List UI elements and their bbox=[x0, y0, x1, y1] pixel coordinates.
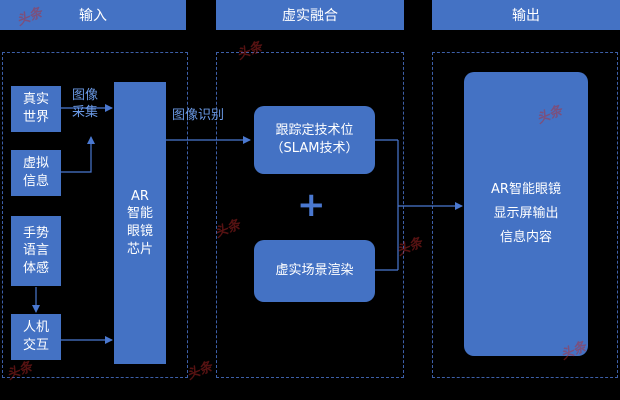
box-render: 虚实场景渲染 bbox=[254, 240, 375, 302]
label-image-capture: 图像 采集 bbox=[72, 88, 99, 120]
header-output: 输出 bbox=[432, 0, 620, 30]
plus-icon: + bbox=[297, 185, 326, 225]
panel-input bbox=[2, 52, 188, 378]
label-image-recognition: 图像识别 bbox=[172, 108, 225, 123]
header-input: 输入 bbox=[0, 0, 186, 30]
box-slam: 跟踪定技术位 （SLAM技术） bbox=[254, 106, 375, 174]
box-hci: 人机 交互 bbox=[11, 314, 61, 360]
header-fusion: 虚实融合 bbox=[216, 0, 404, 30]
box-gesture: 手势 语言 体感 bbox=[11, 216, 61, 286]
panel-fusion bbox=[216, 52, 404, 378]
box-ar-chip: AR 智能 眼镜 芯片 bbox=[114, 82, 166, 364]
box-real-world: 真实 世界 bbox=[11, 86, 61, 132]
panel-output bbox=[432, 52, 618, 378]
arrow-virtual-info-up bbox=[61, 136, 95, 173]
box-virtual-info: 虚拟 信息 bbox=[11, 150, 61, 196]
box-output: AR智能眼镜 显示屏输出 信息内容 bbox=[464, 72, 588, 356]
